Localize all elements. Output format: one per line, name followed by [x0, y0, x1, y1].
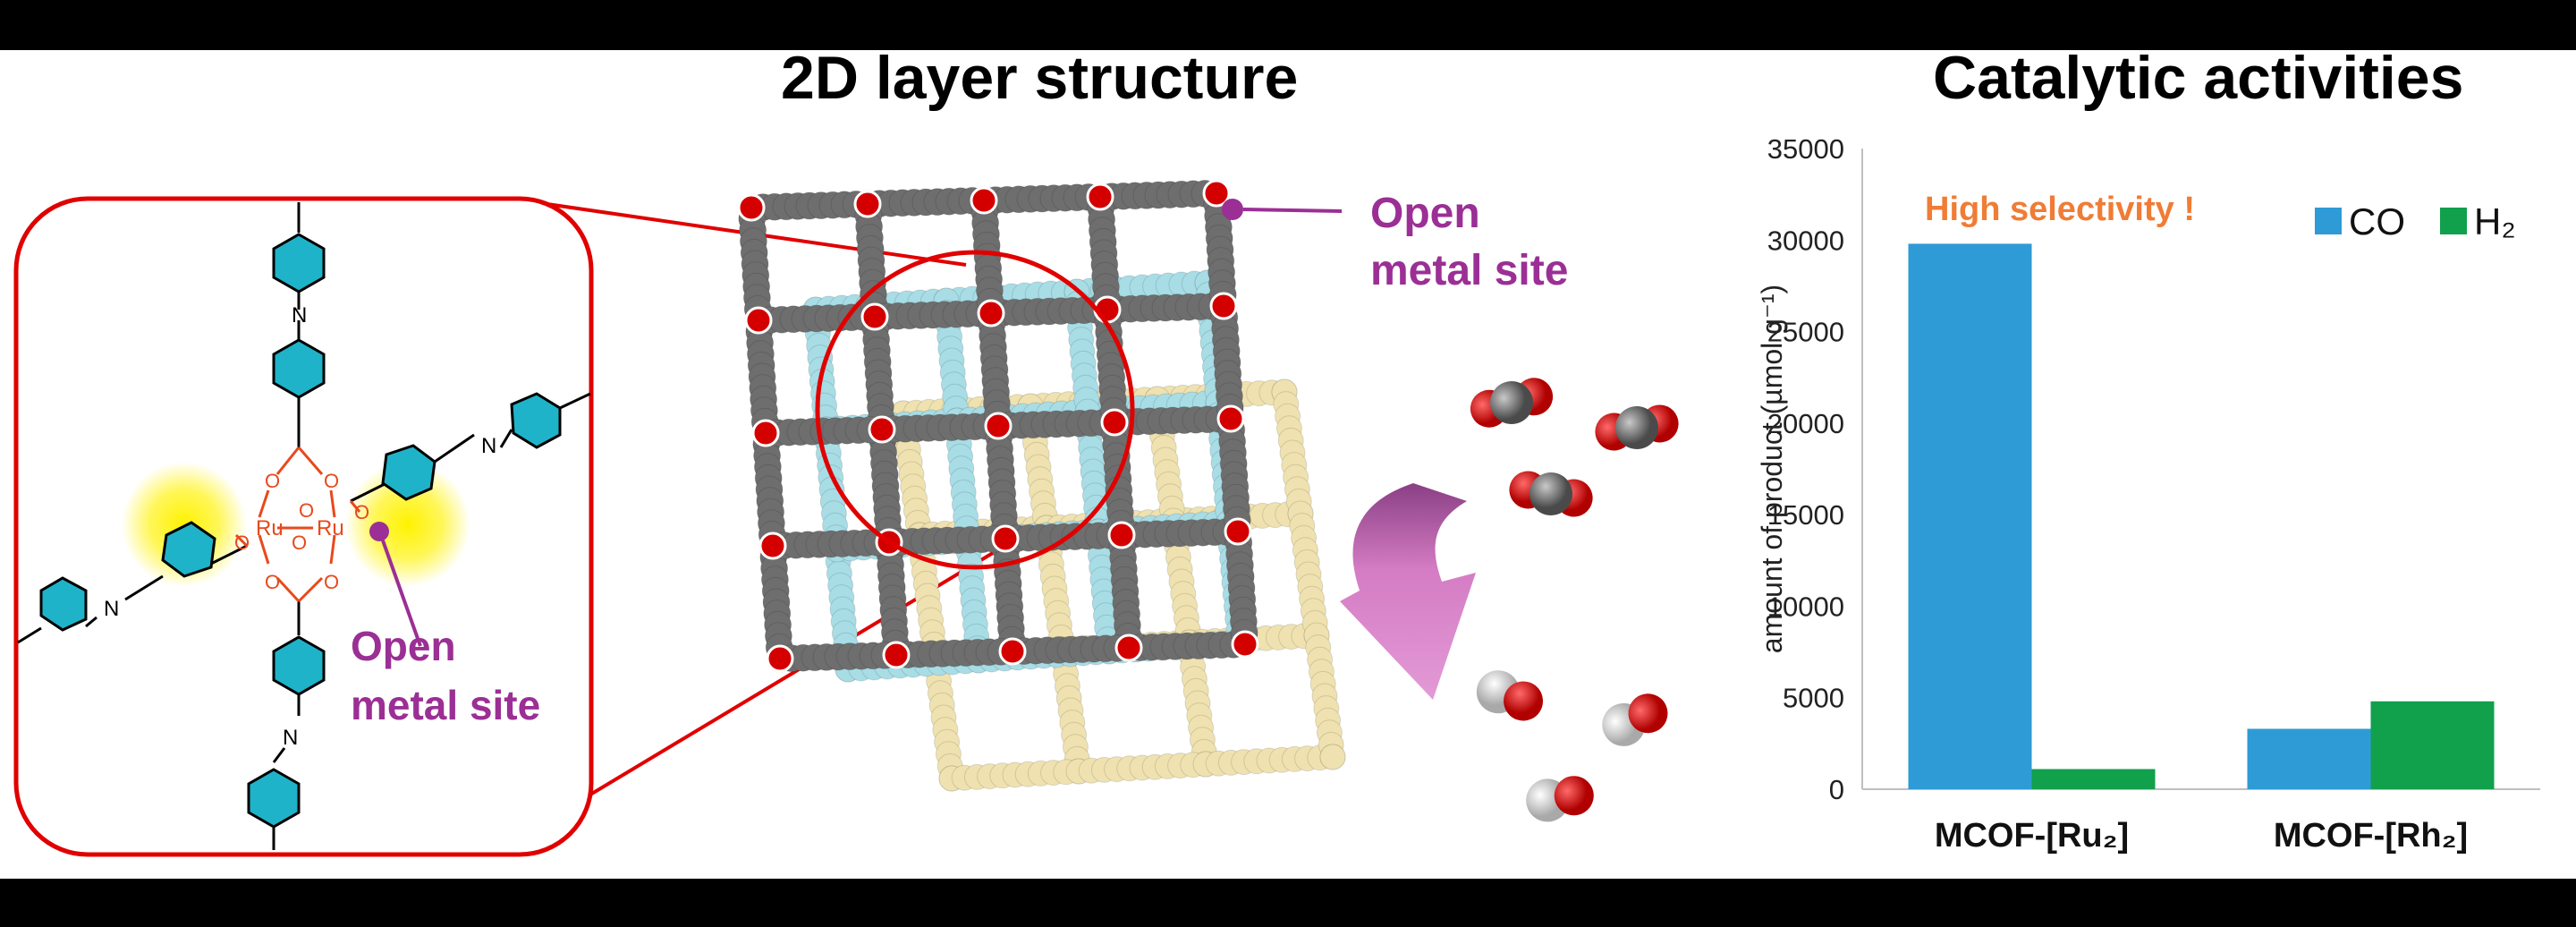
zoom-line-top: [509, 197, 967, 267]
activity-chart: 0 5000 10000 15000 20000 25000 30000 35000 MCOF…: [1756, 133, 2540, 855]
glow-right: [345, 462, 470, 587]
imine-n-top: N: [292, 303, 307, 327]
imine-n-bottom: N: [283, 726, 298, 750]
open-site-marker-molecule: [369, 522, 389, 541]
co2-molecules: [1470, 378, 1679, 517]
y-axis-ticks: 0 5000 10000 15000 20000 25000 30000 35000: [1767, 133, 1844, 805]
zoom-circle: [815, 250, 1135, 570]
svg-text:Ru: Ru: [317, 516, 344, 540]
y-tick-label: 30000: [1767, 225, 1844, 256]
svg-text:O: O: [299, 499, 314, 522]
structure-diagram: N N N N O O O O O O O O Ru Ru Open m: [13, 179, 1679, 857]
svg-text:O: O: [324, 571, 339, 593]
svg-text:O: O: [354, 501, 369, 523]
open-site-label-line1: Open: [351, 623, 456, 669]
open-site-label-line2: metal site: [351, 682, 540, 728]
legend-label-1: H₂: [2474, 200, 2516, 242]
conversion-arrow: [1340, 483, 1476, 700]
bar-h₂-1: [2370, 701, 2495, 789]
legend-swatch-1: [2440, 208, 2467, 234]
legend-label-0: CO: [2349, 200, 2405, 242]
bar-h₂-0: [2031, 769, 2156, 789]
y-tick-label: 10000: [1767, 591, 1844, 622]
selectivity-annotation: High selectivity !: [1925, 191, 2195, 228]
open-site-pointer-molecule: [381, 540, 422, 647]
imine-n-right: N: [481, 434, 496, 458]
svg-text:O: O: [265, 470, 280, 492]
bars: [1908, 243, 2495, 789]
legend-swatch-0: [2315, 208, 2342, 234]
imine-n-left: N: [104, 597, 119, 621]
co-molecules: [1476, 670, 1668, 822]
paddlewheel-core: [234, 446, 361, 603]
heading-activity: Catalytic activities: [1933, 44, 2464, 112]
y-axis-label: amount of product (µmol g⁻¹): [1756, 285, 1788, 653]
glow-left: [122, 462, 247, 587]
y-tick-label: 20000: [1767, 408, 1844, 439]
svg-text:O: O: [324, 470, 339, 492]
framework-open-site-line2: metal site: [1370, 247, 1568, 294]
heading-structure: 2D layer structure: [781, 44, 1299, 112]
svg-text:O: O: [292, 532, 307, 554]
svg-text:O: O: [265, 571, 280, 593]
y-tick-label: 25000: [1767, 317, 1844, 348]
svg-text:Ru: Ru: [256, 516, 284, 540]
y-tick-label: 35000: [1767, 133, 1844, 165]
framework-open-site-line1: Open: [1370, 190, 1480, 237]
x-axis-ticks: MCOF-[Ru₂] MCOF-[Rh₂]: [1935, 817, 2468, 855]
y-tick-label: 15000: [1767, 499, 1844, 531]
legend: CO H₂: [2315, 200, 2516, 242]
open-site-marker-framework: [1222, 199, 1243, 220]
open-site-pointer-framework: [1242, 208, 1343, 213]
x-tick-label: MCOF-[Rh₂]: [2274, 817, 2468, 855]
paddlewheel-atoms: O O O O O O O O Ru Ru: [234, 470, 369, 593]
y-tick-label: 5000: [1783, 683, 1844, 714]
bar-co-0: [1908, 243, 2032, 789]
y-tick-label: 0: [1829, 774, 1844, 805]
ligand-bonds: [17, 202, 591, 850]
x-tick-label: MCOF-[Ru₂]: [1935, 817, 2129, 855]
svg-text:O: O: [234, 532, 250, 554]
bar-co-1: [2247, 728, 2371, 789]
